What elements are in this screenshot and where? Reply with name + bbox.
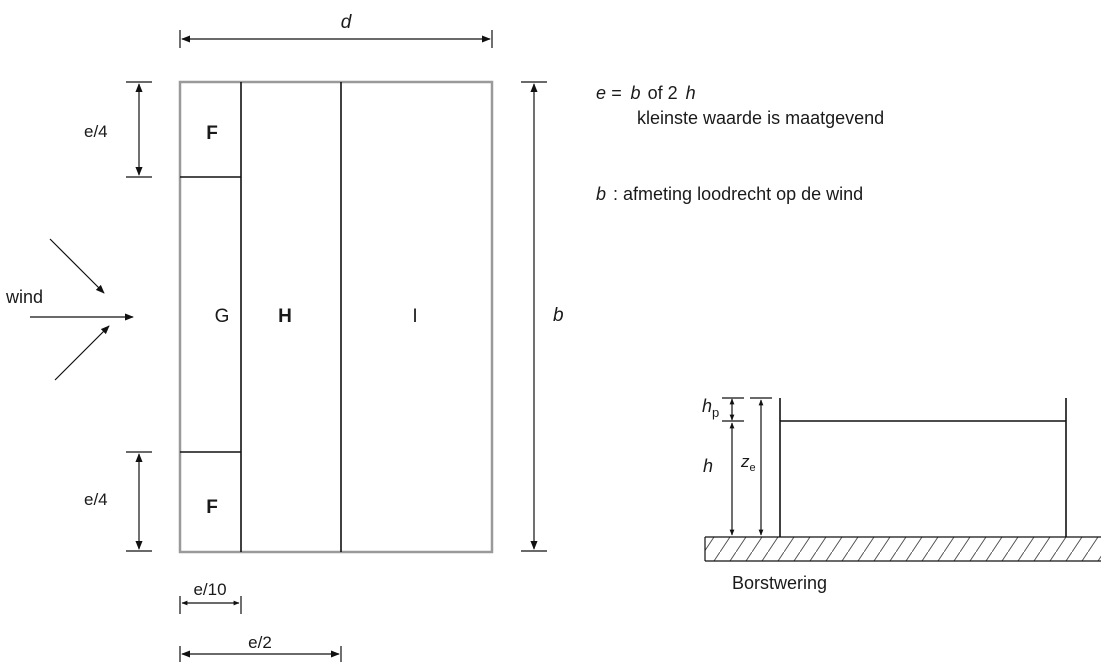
notes: e = b of 2 h kleinste waarde is maatgeve…	[596, 83, 884, 204]
ze-sub: e	[750, 462, 756, 474]
ze-var: z	[740, 452, 750, 471]
dimension-b-label: b	[553, 305, 564, 326]
zone-i-label: I	[412, 306, 417, 327]
hp-sub: p	[712, 405, 719, 420]
b-def-var: b	[596, 184, 606, 204]
hp-label: hp	[702, 396, 719, 420]
zone-f-top-label: F	[206, 123, 218, 144]
e-definition-line2: kleinste waarde is maatgevend	[637, 108, 884, 128]
wind-arrow-lower	[54, 325, 110, 381]
dimension-e2: e/2	[179, 633, 342, 662]
dimension-d-label: d	[341, 12, 353, 33]
b-definition: b : afmeting loodrecht op de wind	[596, 184, 863, 204]
dimension-e10: e/10	[179, 580, 242, 614]
h-label: h	[703, 456, 713, 476]
zone-h-label: H	[278, 306, 292, 327]
e-def-of: of 2	[648, 83, 678, 103]
dimension-d: d	[179, 12, 493, 48]
dimension-e4-bottom: e/4	[84, 451, 152, 552]
e-definition: e = b of 2 h	[596, 83, 696, 103]
roof-plan: F G H I F	[178, 80, 494, 554]
e-def-h: h	[686, 83, 696, 103]
e-def-prefix: e =	[596, 83, 622, 103]
b-def-text: : afmeting loodrecht op de wind	[613, 184, 863, 204]
dimension-e10-label: e/10	[193, 580, 226, 599]
zone-g-label: G	[215, 306, 230, 327]
hp-var: h	[702, 396, 712, 416]
parapet-detail: hp h ze Borstwering	[702, 396, 1101, 593]
wind-arrows: wind	[5, 238, 134, 381]
dimension-e4-top: e/4	[84, 81, 152, 178]
dimension-b: b	[521, 81, 564, 552]
dimension-e4-top-label: e/4	[84, 122, 108, 141]
wind-label: wind	[5, 287, 43, 307]
parapet-caption: Borstwering	[732, 573, 827, 593]
roof-outline	[178, 80, 494, 554]
ze-label: ze	[740, 452, 756, 474]
dimension-e4-bottom-label: e/4	[84, 490, 108, 509]
ground-hatch	[705, 537, 1101, 561]
e-def-b: b	[631, 83, 641, 103]
dimension-e2-label: e/2	[248, 633, 272, 652]
zone-f-bottom-label: F	[206, 497, 218, 518]
wind-arrow-upper	[49, 238, 105, 294]
